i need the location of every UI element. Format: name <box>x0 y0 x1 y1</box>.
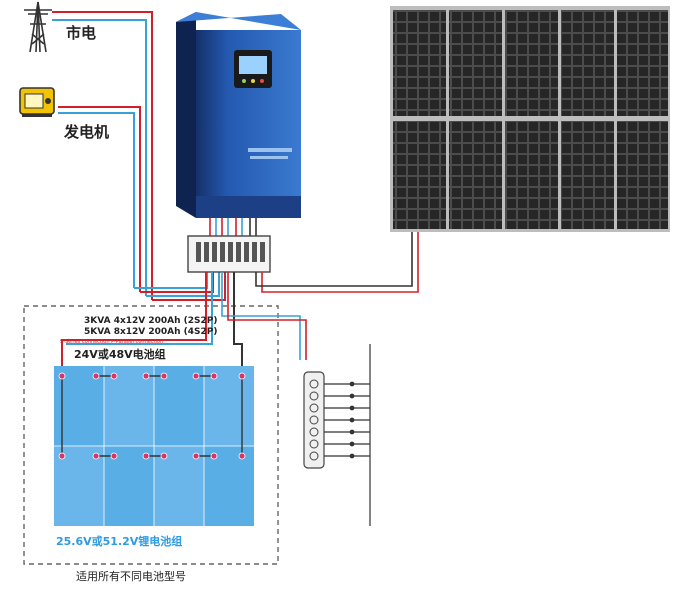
solar-wires <box>255 232 419 293</box>
series-note: S-Series connection P-Parallel connectio… <box>60 339 163 345</box>
spec-5kva: 5KVA 8x12V 200Ah (4S2P) <box>84 327 218 337</box>
load-wires <box>221 272 307 360</box>
battery-group-top-label: 24V或48V电池组 <box>74 347 166 361</box>
solar-panel-icon <box>390 6 670 232</box>
inverter-wires <box>209 218 257 236</box>
inverter-icon <box>176 12 301 218</box>
battery-group-frame <box>23 305 279 565</box>
battery-wires <box>61 272 243 372</box>
spec-3kva: 3KVA 4x12V 200Ah (2S2P) <box>84 316 218 326</box>
power-strip-icon <box>303 371 325 469</box>
power-tower-icon <box>24 1 52 53</box>
grid-wires <box>52 11 226 301</box>
grid-label: 市电 <box>66 24 96 42</box>
breaker-box-icon <box>187 235 271 273</box>
generator-label: 发电机 <box>63 123 109 141</box>
generator-icon <box>19 87 55 117</box>
battery-bank-icon <box>54 366 254 526</box>
battery-group-bottom-label: 25.6V或51.2V锂电池组 <box>56 534 182 548</box>
load-outputs <box>324 344 371 526</box>
caption: 适用所有不同电池型号 <box>76 569 186 583</box>
